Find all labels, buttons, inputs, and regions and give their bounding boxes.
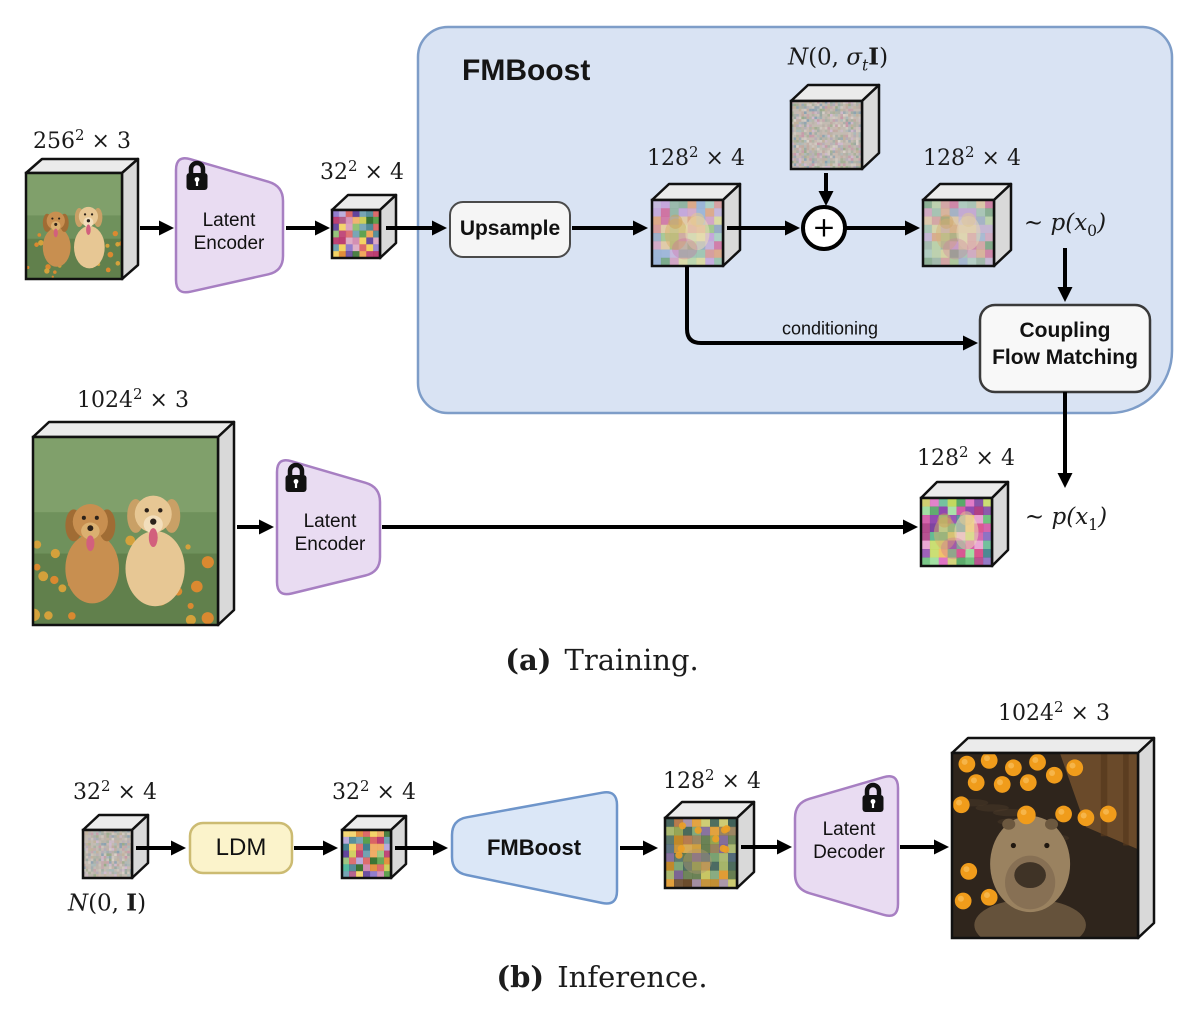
- label-dim-128-upsampled: 1282 × 4: [647, 142, 745, 172]
- label-dim-latent-32-train: 322 × 4: [320, 156, 404, 186]
- fmboost-block-label: FMBoost: [486, 835, 582, 860]
- fmboost-block-shape: [450, 791, 619, 905]
- process-boxes: [188, 201, 1152, 875]
- label-dim-input-256: 2562 × 3: [33, 125, 131, 155]
- lock-icon-encoder-1: [186, 160, 208, 190]
- plus-operator-label: +: [812, 210, 836, 244]
- label-noise-identity: N(0, I): [67, 889, 147, 917]
- upsample-box: [449, 201, 571, 258]
- label-dim-latent-32-inf: 322 × 4: [332, 776, 416, 806]
- output-image-1024-cube: [950, 736, 1156, 940]
- label-dim-128-target: 1282 × 4: [917, 442, 1015, 472]
- lock-icon-encoder-2: [285, 462, 307, 492]
- latent-decoder-label: Latent Decoder: [813, 819, 885, 863]
- flow-arrows: [136, 173, 1073, 856]
- label-dim-output-1024: 10242 × 3: [998, 697, 1110, 727]
- latent-encoder-1-label: Latent Encoder: [193, 210, 265, 254]
- latent-encoder-1-shape: [174, 157, 285, 294]
- coupling-flow-matching-label: Coupling Flow Matching: [992, 319, 1138, 369]
- latent-encoder-2-shape: [275, 459, 382, 596]
- upsample-label: Upsample: [459, 217, 561, 240]
- ldm-box: [188, 821, 294, 875]
- plus-icon: [801, 205, 847, 251]
- label-dim-128-noised: 1282 × 4: [923, 142, 1021, 172]
- label-dim-noise-32: 322 × 4: [73, 776, 157, 806]
- input-image-256-cube: [24, 157, 140, 281]
- label-dim-input-1024: 10242 × 3: [77, 384, 189, 414]
- conditioning-label: conditioning: [781, 318, 879, 339]
- label-px0: ∼ p(x0): [1023, 210, 1107, 240]
- lock-icon-decoder: [862, 782, 884, 812]
- latent-encoder-2-label: Latent Encoder: [294, 511, 366, 555]
- latent-128-target-cube: [919, 480, 1010, 568]
- latent-128-upsampled-cube: [650, 182, 742, 268]
- label-dim-128-inf: 1282 × 4: [663, 765, 761, 795]
- caption-training: (a)Training.: [505, 643, 699, 677]
- ldm-label: LDM: [215, 834, 267, 861]
- latent-128-cube-inference: [663, 800, 756, 890]
- noise-sigma-cube: [789, 83, 881, 171]
- noise-32-cube: [81, 813, 150, 880]
- fmboost-container-title: FMBoost: [462, 54, 591, 87]
- label-noise-sigma: N(0, σtI): [787, 43, 889, 75]
- input-image-1024-cube: [31, 420, 236, 627]
- latent-128-noised-cube: [921, 182, 1013, 268]
- label-px1: ∼ p(x1): [1024, 504, 1108, 534]
- caption-inference: (b)Inference.: [496, 960, 708, 994]
